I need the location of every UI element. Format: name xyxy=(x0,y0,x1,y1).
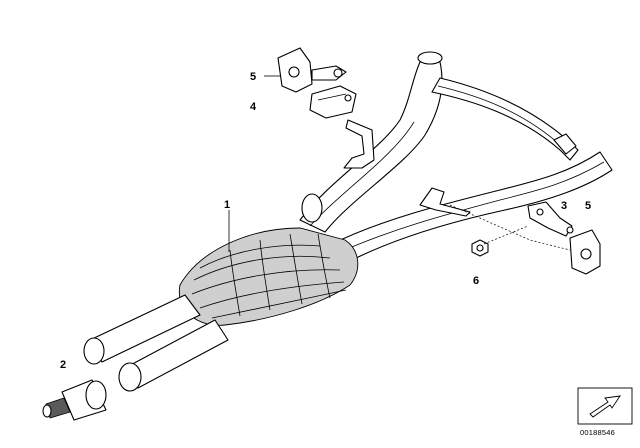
nut xyxy=(471,239,489,257)
rubber-hanger-top xyxy=(277,47,347,93)
leader-lines xyxy=(228,75,280,252)
callout-5-right: 5 xyxy=(585,200,591,212)
assembly-lines xyxy=(449,204,571,251)
rubber-hanger-right xyxy=(569,229,601,275)
doc-number: 00188546 xyxy=(580,428,615,437)
arrow-icon xyxy=(577,387,633,425)
hanger-bracket xyxy=(309,85,357,119)
callout-3: 3 xyxy=(561,200,567,212)
exhaust-tip xyxy=(42,379,107,421)
center-muffler xyxy=(178,227,359,326)
right-bracket xyxy=(527,201,574,237)
callout-1: 1 xyxy=(224,199,230,211)
callout-4: 4 xyxy=(250,101,257,113)
right-pipe xyxy=(329,151,613,263)
callout-6: 6 xyxy=(473,275,479,287)
crossover-pipe xyxy=(431,77,579,161)
hanger-clamp xyxy=(343,119,375,169)
callout-2: 2 xyxy=(60,359,66,371)
callout-5-top: 5 xyxy=(250,71,256,83)
tail-pipes xyxy=(83,294,229,392)
